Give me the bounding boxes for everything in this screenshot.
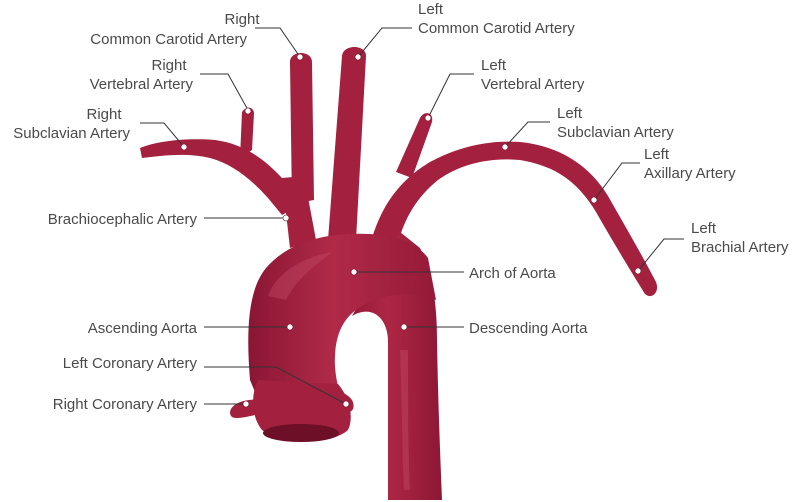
label-left-vertebral-line2: Vertebral Artery bbox=[481, 76, 585, 93]
pins bbox=[180, 53, 642, 408]
pin-left-common-carotid bbox=[354, 53, 362, 61]
label-left-axillary-line2: Axillary Artery bbox=[644, 165, 736, 182]
right-subclavian-vessel bbox=[140, 139, 300, 215]
pin-descending-aorta bbox=[400, 323, 408, 331]
leader-left-vertebral bbox=[427, 73, 474, 119]
leader-left-brachial bbox=[637, 238, 684, 272]
pin-right-common-carotid bbox=[296, 53, 304, 61]
vessel-group bbox=[140, 47, 658, 500]
label-ascending-aorta: Ascending Aorta bbox=[88, 320, 198, 337]
left-common-carotid-vessel bbox=[328, 47, 366, 240]
label-left-subclavian: Left bbox=[557, 105, 583, 122]
label-arch-of-aorta: Arch of Aorta bbox=[469, 265, 556, 282]
right-common-carotid-vessel bbox=[290, 53, 314, 204]
pin-arch-of-aorta bbox=[350, 268, 358, 276]
descending-highlight bbox=[400, 350, 410, 490]
label-left-brachial: Left bbox=[691, 220, 717, 237]
right-vertebral-vessel bbox=[240, 107, 254, 158]
label-left-common-carotid-line2: Common Carotid Artery bbox=[418, 20, 575, 37]
leader-left-subclavian bbox=[504, 121, 550, 148]
pin-right-vertebral bbox=[244, 107, 252, 115]
leader-left-axillary bbox=[593, 162, 640, 201]
label-right-vertebral: Right bbox=[151, 57, 187, 74]
pin-left-coronary bbox=[342, 400, 350, 408]
label-left-coronary: Left Coronary Artery bbox=[63, 355, 198, 372]
label-left-vertebral: Left bbox=[481, 57, 507, 74]
pin-left-axillary bbox=[590, 196, 598, 204]
pin-right-subclavian bbox=[180, 143, 188, 151]
leader-right-common-carotid bbox=[255, 27, 301, 58]
left-subclavian-vessel bbox=[372, 141, 658, 297]
label-right-coronary: Right Coronary Artery bbox=[53, 396, 198, 413]
label-left-subclavian-line2: Subclavian Artery bbox=[557, 124, 674, 141]
label-right-common-carotid: Right bbox=[224, 11, 260, 28]
labels: Right Common Carotid Artery Left Common … bbox=[13, 1, 789, 413]
pin-brachiocephalic bbox=[282, 214, 290, 222]
pin-ascending-aorta bbox=[286, 323, 294, 331]
pin-right-coronary bbox=[242, 400, 250, 408]
label-left-brachial-line2: Brachial Artery bbox=[691, 239, 789, 256]
brachiocephalic-vessel bbox=[282, 176, 316, 248]
pin-left-vertebral bbox=[424, 114, 432, 122]
label-left-common-carotid: Left bbox=[418, 1, 444, 18]
label-right-common-carotid-line2: Common Carotid Artery bbox=[90, 31, 247, 48]
label-right-subclavian: Right bbox=[86, 106, 122, 123]
label-brachiocephalic: Brachiocephalic Artery bbox=[48, 211, 198, 228]
label-right-vertebral-line2: Vertebral Artery bbox=[90, 76, 194, 93]
label-right-subclavian-line2: Subclavian Artery bbox=[13, 125, 130, 142]
left-vertebral-vessel bbox=[396, 113, 433, 178]
leader-left-common-carotid bbox=[357, 27, 412, 58]
pin-left-brachial bbox=[634, 267, 642, 275]
aortic-root-opening bbox=[263, 424, 339, 442]
label-left-axillary: Left bbox=[644, 146, 670, 163]
arch-ascending-vessel bbox=[248, 233, 436, 404]
leader-right-vertebral bbox=[200, 73, 249, 111]
leader-lines bbox=[140, 27, 684, 405]
pin-left-subclavian bbox=[501, 143, 509, 151]
label-descending-aorta: Descending Aorta bbox=[469, 320, 588, 337]
leader-right-subclavian bbox=[140, 122, 185, 148]
leader-left-coronary bbox=[204, 366, 347, 405]
arch-highlight bbox=[268, 252, 332, 300]
